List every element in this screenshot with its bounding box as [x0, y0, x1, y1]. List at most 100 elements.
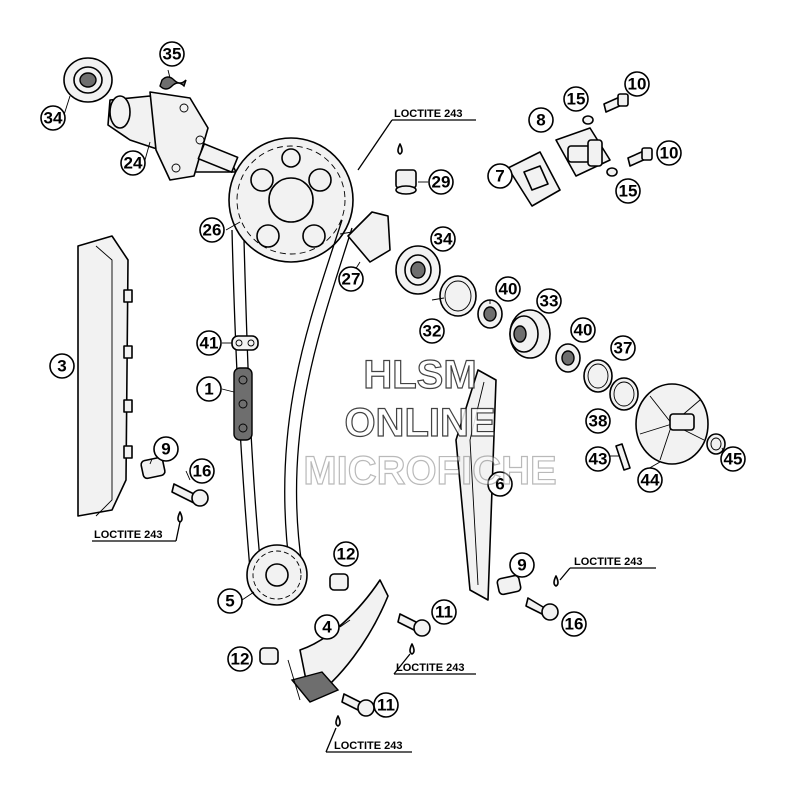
svg-text:6: 6	[495, 475, 504, 494]
callout-15-bottom: 15	[615, 178, 641, 204]
chain-guide-4	[287, 579, 389, 703]
callout-8: 8	[528, 107, 554, 133]
svg-text:12: 12	[231, 650, 250, 669]
svg-text:43: 43	[589, 450, 608, 469]
svg-text:9: 9	[161, 440, 170, 459]
loctite-note-top: LOCTITE 243	[394, 108, 462, 120]
bolt-10-top	[603, 93, 629, 113]
oring-38	[609, 377, 639, 411]
bearing-34-top	[63, 57, 113, 103]
callout-11-top: 11	[431, 599, 457, 625]
bolt-16-right	[525, 597, 559, 621]
seal-40-right	[555, 343, 581, 373]
callout-33: 33	[536, 288, 562, 314]
bolt-11-top	[397, 613, 431, 637]
callout-34-mid: 34	[430, 226, 456, 252]
svg-text:15: 15	[619, 182, 638, 201]
watermark-line1: HLSM	[363, 353, 476, 397]
svg-text:44: 44	[641, 471, 660, 490]
chain-link-1	[233, 367, 253, 441]
svg-text:7: 7	[495, 167, 504, 186]
gasket-7	[507, 151, 561, 207]
bracket-27	[339, 211, 391, 263]
svg-text:11: 11	[377, 696, 395, 715]
callout-16-right: 16	[561, 611, 587, 637]
svg-text:5: 5	[225, 592, 234, 611]
loctite-note-bottom: LOCTITE 243	[334, 740, 402, 752]
callout-38: 38	[585, 408, 611, 434]
svg-text:41: 41	[200, 334, 219, 353]
svg-text:15: 15	[567, 90, 586, 109]
callout-4: 4	[314, 614, 340, 640]
washer-15-bottom	[606, 167, 618, 177]
svg-text:26: 26	[203, 221, 222, 240]
bearing-34-mid	[395, 245, 441, 295]
svg-text:10: 10	[628, 75, 647, 94]
callout-7: 7	[487, 163, 513, 189]
callout-12-top: 12	[333, 541, 359, 567]
callout-34-top: 34	[40, 105, 66, 131]
svg-text:40: 40	[574, 321, 593, 340]
callout-27: 27	[338, 266, 364, 292]
svg-text:16: 16	[565, 615, 584, 634]
master-link-41	[231, 335, 259, 351]
callout-41: 41	[196, 330, 222, 356]
callout-3: 3	[49, 353, 75, 379]
callout-26: 26	[199, 217, 225, 243]
loctite-drop-icon-bottom	[335, 715, 341, 727]
svg-text:1: 1	[204, 380, 213, 399]
callout-29: 29	[428, 169, 454, 195]
callout-11-bottom: 11	[373, 692, 399, 718]
svg-text:35: 35	[163, 45, 182, 64]
svg-text:37: 37	[614, 339, 633, 358]
svg-text:11: 11	[435, 603, 453, 622]
callout-15-top: 15	[563, 86, 589, 112]
seal-40-left	[477, 299, 503, 329]
svg-text:12: 12	[337, 545, 356, 564]
svg-text:34: 34	[434, 230, 453, 249]
callout-43: 43	[585, 446, 611, 472]
svg-text:29: 29	[432, 173, 451, 192]
callout-6: 6	[487, 471, 513, 497]
svg-text:3: 3	[57, 357, 66, 376]
bolt-10-bottom	[627, 147, 653, 167]
pin-43	[615, 443, 631, 471]
callout-44: 44	[637, 467, 663, 493]
chain-guide-3	[77, 235, 133, 517]
callout-10-top: 10	[624, 71, 650, 97]
tensioner-8	[555, 127, 611, 177]
loctite-note-mid: LOCTITE 243	[396, 662, 464, 674]
svg-text:38: 38	[589, 412, 608, 431]
camshaft-24	[107, 91, 239, 181]
svg-text:27: 27	[342, 270, 361, 289]
callout-37: 37	[610, 335, 636, 361]
crank-sprocket-5	[246, 544, 308, 606]
bolt-11-bottom	[341, 693, 375, 717]
callout-40-right: 40	[570, 317, 596, 343]
svg-text:10: 10	[660, 144, 679, 163]
bolt-16-left	[171, 483, 209, 507]
callout-9-right: 9	[509, 552, 535, 578]
watermark-line2: ONLINE	[344, 401, 495, 445]
svg-text:24: 24	[124, 154, 143, 173]
impeller-44	[635, 383, 709, 465]
loctite-drop-icon-left	[177, 511, 183, 523]
washer-15-top	[582, 115, 594, 125]
oring-32	[439, 275, 477, 317]
circlip-45	[706, 433, 726, 455]
svg-text:9: 9	[517, 556, 526, 575]
oring-37	[583, 359, 613, 393]
svg-text:8: 8	[536, 111, 545, 130]
callout-16-left: 16	[189, 458, 215, 484]
callout-35: 35	[159, 41, 185, 67]
loctite-note-right: LOCTITE 243	[574, 556, 642, 568]
sleeve-12-bottom	[259, 647, 279, 665]
svg-text:32: 32	[423, 322, 442, 341]
svg-text:45: 45	[724, 450, 743, 469]
loctite-drop-icon-top	[397, 143, 403, 155]
bolt-29	[395, 169, 417, 195]
callout-5: 5	[217, 588, 243, 614]
cam-sprocket-26	[228, 137, 354, 263]
tensioner-rail-6	[455, 369, 497, 601]
